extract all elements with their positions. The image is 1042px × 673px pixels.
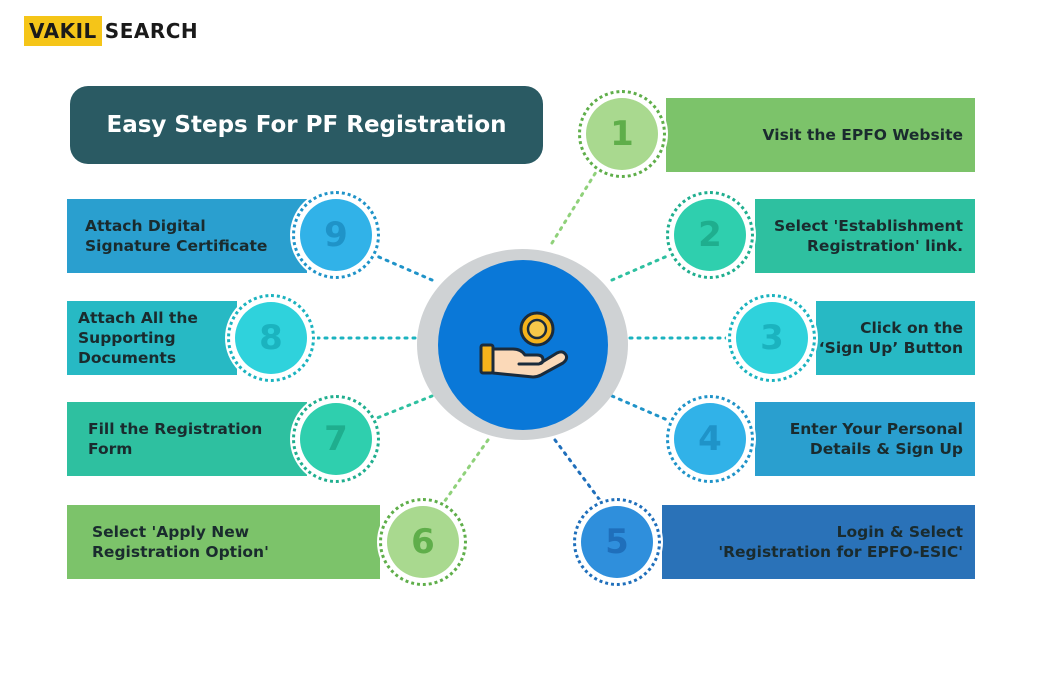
step-4-bar: Enter Your Personal Details & Sign Up <box>755 402 975 476</box>
step-6-badge: 6 <box>377 496 469 588</box>
hand-coin-icon <box>479 311 568 378</box>
step-7-number: 7 <box>300 403 372 475</box>
step-1-text: Visit the EPFO Website <box>762 125 963 144</box>
step-2-number: 2 <box>674 199 746 271</box>
step-4-number: 4 <box>674 403 746 475</box>
step-9-bar: Attach Digital Signature Certificate <box>67 199 307 273</box>
step-1-bar: Visit the EPFO Website <box>666 98 975 172</box>
step-2-bar: Select 'Establishment Registration' link… <box>755 199 975 273</box>
step-3-text: Click on the ‘Sign Up’ Button <box>818 318 963 357</box>
step-5-text: Login & Select 'Registration for EPFO-ES… <box>718 522 963 561</box>
step-5-bar: Login & Select 'Registration for EPFO-ES… <box>662 505 975 579</box>
step-3-number: 3 <box>736 302 808 374</box>
step-2-badge: 2 <box>664 189 756 281</box>
step-7-badge: 7 <box>290 393 382 485</box>
central-hub <box>417 249 628 440</box>
step-5-number: 5 <box>581 506 653 578</box>
connector-9 <box>370 252 434 282</box>
step-6-bar: Select 'Apply New Registration Option' <box>67 505 380 579</box>
connector-7 <box>370 394 434 422</box>
step-8-number: 8 <box>235 302 307 374</box>
connector-2 <box>610 252 674 282</box>
diagram-title-text: Easy Steps For PF Registration <box>106 112 507 138</box>
logo-part-search: SEARCH <box>104 19 199 43</box>
central-hub-inner <box>437 259 608 430</box>
step-9-badge: 9 <box>290 189 382 281</box>
step-2-text: Select 'Establishment Registration' link… <box>773 216 963 255</box>
step-5-badge: 5 <box>571 496 663 588</box>
step-9-text: Attach Digital Signature Certificate <box>85 216 268 255</box>
step-7-bar: Fill the Registration Form <box>67 402 307 476</box>
step-1-number: 1 <box>586 98 658 170</box>
step-7-text: Fill the Registration Form <box>88 419 263 458</box>
connector-6 <box>440 438 490 507</box>
step-8-badge: 8 <box>225 292 317 384</box>
step-3-badge: 3 <box>726 292 818 384</box>
connector-4 <box>610 394 674 424</box>
vakilsearch-logo: VAKIL SEARCH <box>24 16 198 46</box>
step-3-bar: Click on the ‘Sign Up’ Button <box>816 301 975 375</box>
connector-5 <box>553 438 604 505</box>
step-8-text: Attach All the Supporting Documents <box>78 308 198 368</box>
step-9-number: 9 <box>300 199 372 271</box>
step-1-badge: 1 <box>576 88 668 180</box>
step-6-text: Select 'Apply New Registration Option' <box>92 522 269 561</box>
step-6-number: 6 <box>387 506 459 578</box>
step-4-text: Enter Your Personal Details & Sign Up <box>789 419 963 458</box>
connector-1 <box>550 170 598 245</box>
step-8-bar: Attach All the Supporting Documents <box>67 301 237 375</box>
logo-part-vakil: VAKIL <box>24 16 102 46</box>
step-4-badge: 4 <box>664 393 756 485</box>
diagram-title: Easy Steps For PF Registration <box>70 86 543 164</box>
